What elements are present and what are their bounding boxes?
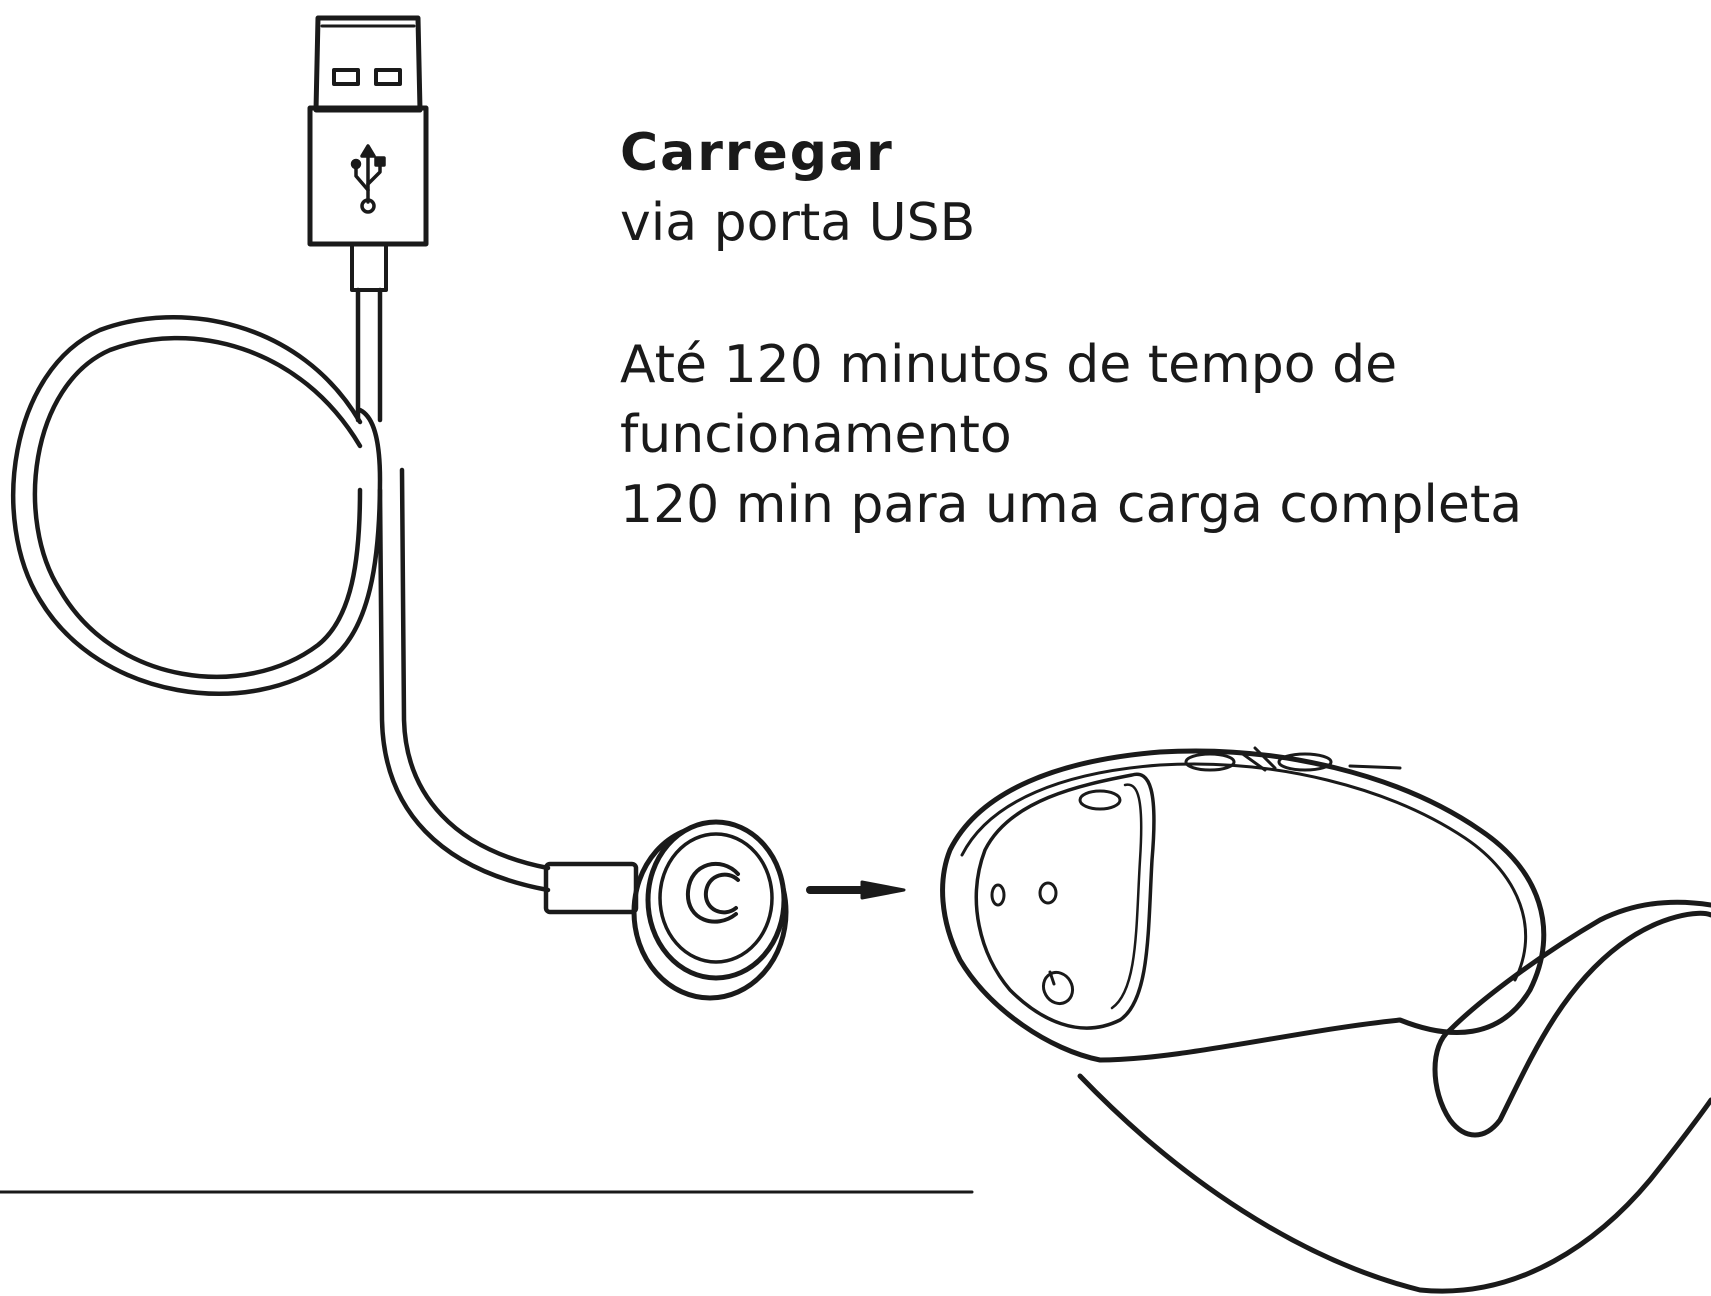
cable-lower-left	[377, 487, 551, 893]
device	[940, 746, 1711, 1294]
device-body-outline	[940, 748, 1547, 1063]
spacer	[620, 258, 1680, 330]
usb-plug-metal	[313, 15, 423, 113]
device-body-inner	[960, 762, 1528, 982]
usb-plug-body	[307, 105, 429, 247]
device-charge-contact-2	[1038, 881, 1058, 905]
heading: Carregar	[620, 123, 894, 183]
device-control-plate-inner	[1110, 783, 1143, 1010]
magnetic-charger	[543, 819, 789, 1001]
device-control-plate	[974, 772, 1156, 1030]
device-arm	[1432, 899, 1711, 1138]
usb-strain-relief	[350, 242, 388, 292]
device-tail	[1077, 1073, 1711, 1294]
device-charge-contact-1	[990, 883, 1006, 907]
device-top-button-2	[1184, 752, 1236, 772]
device-top-detail	[1238, 746, 1402, 772]
subheading: via porta USB	[620, 193, 976, 253]
info-line-runtime-cont: funcionamento	[620, 405, 1012, 465]
brand-logo-icon	[685, 861, 740, 924]
arrow-right-icon	[806, 880, 906, 900]
cable-lower-right	[399, 467, 551, 871]
usb-plug-slot-left	[332, 68, 360, 86]
info-line-runtime: Até 120 minutos de tempo de	[620, 335, 1398, 395]
charger-neck	[543, 861, 639, 915]
usb-plug	[307, 15, 429, 292]
charging-info: Carregar via porta USB Até 120 minutos d…	[620, 118, 1680, 540]
device-top-button-1	[1078, 789, 1122, 811]
device-top-button-3	[1277, 752, 1333, 772]
usb-plug-slot-right	[374, 68, 402, 86]
power-icon	[1041, 970, 1075, 1006]
info-line-charge-time: 120 min para uma carga completa	[620, 475, 1523, 535]
charger-face	[658, 832, 774, 964]
charger-body-front	[645, 819, 787, 981]
usb-cable	[10, 287, 551, 893]
cable-loop-inner	[32, 335, 363, 680]
usb-icon	[350, 144, 386, 214]
